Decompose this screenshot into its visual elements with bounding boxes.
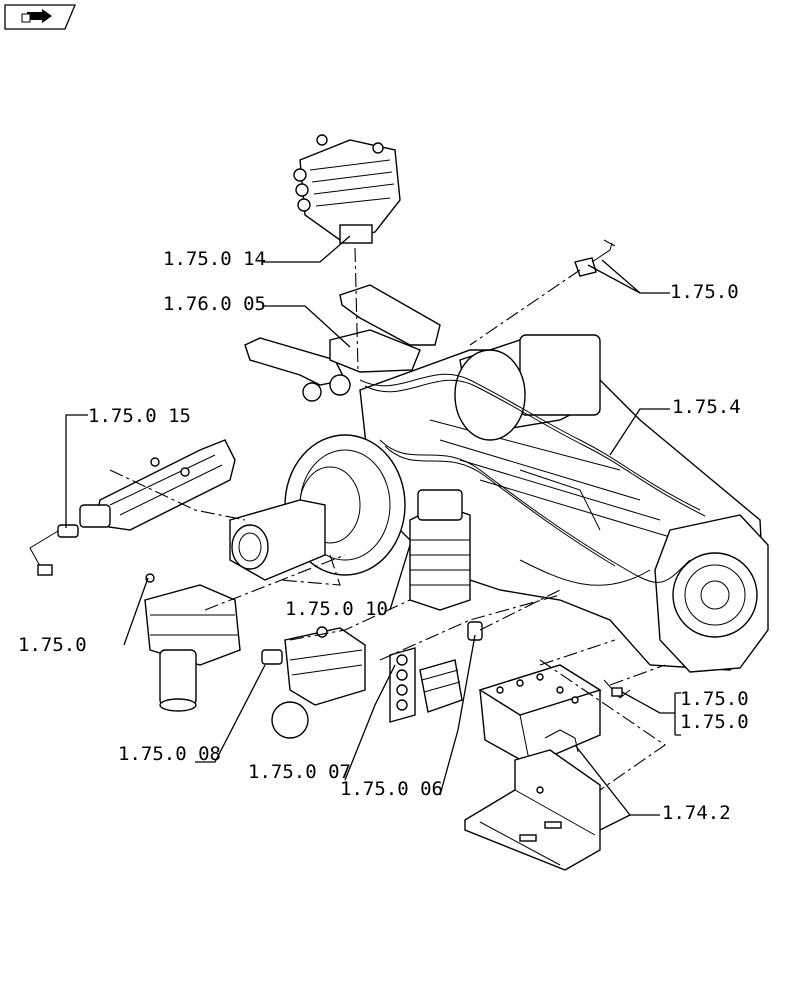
callout-1-75-0-stack-bottom[interactable]: 1.75.0 (680, 711, 749, 733)
hydraulic-filter (409, 489, 471, 611)
transmission-housing (359, 334, 769, 673)
callout-1-75-4[interactable]: 1.75.4 (672, 396, 741, 418)
callout-1-75-0-14[interactable]: 1.75.0 14 (163, 248, 266, 270)
callout-1-75-0-07[interactable]: 1.75.0 07 (248, 761, 351, 783)
leader-lines (65, 235, 681, 831)
callout-1-75-0-08[interactable]: 1.75.0 08 (118, 743, 221, 765)
left-axle-housing (229, 434, 406, 581)
arrow-right-icon (21, 9, 52, 23)
callout-labels: 1.75.0 14 1.76.0 05 1.75.0 1.75.0 15 1.7… (18, 248, 749, 824)
bracket-assembly (79, 439, 236, 531)
callout-1-75-0-10[interactable]: 1.75.0 10 (285, 598, 388, 620)
battery (478, 664, 602, 766)
speed-sensor (29, 524, 79, 576)
position-sensor (574, 239, 616, 277)
callout-1-75-0-stack-top[interactable]: 1.75.0 (680, 688, 749, 710)
valve-accumulator (261, 626, 366, 739)
battery-tray (464, 749, 601, 871)
callout-1-76-0-05[interactable]: 1.76.0 05 (163, 293, 266, 315)
wiring-harness (359, 373, 706, 586)
callout-1-74-2[interactable]: 1.74.2 (662, 802, 731, 824)
nav-badge-frame (4, 4, 76, 30)
nav-badge[interactable] (4, 4, 76, 30)
solenoid-valve-stack (389, 647, 463, 723)
callout-1-75-0-top-right[interactable]: 1.75.0 (670, 281, 739, 303)
callout-1-75-0-left[interactable]: 1.75.0 (18, 634, 87, 656)
control-valve-block (293, 134, 401, 244)
hydraulic-pump (144, 573, 241, 712)
lift-arms (244, 284, 441, 402)
callout-1-75-0-06[interactable]: 1.75.0 06 (340, 778, 443, 800)
callout-1-75-0-15[interactable]: 1.75.0 15 (88, 405, 191, 427)
alignment-lines (109, 247, 666, 791)
electrical-connector (467, 621, 483, 641)
